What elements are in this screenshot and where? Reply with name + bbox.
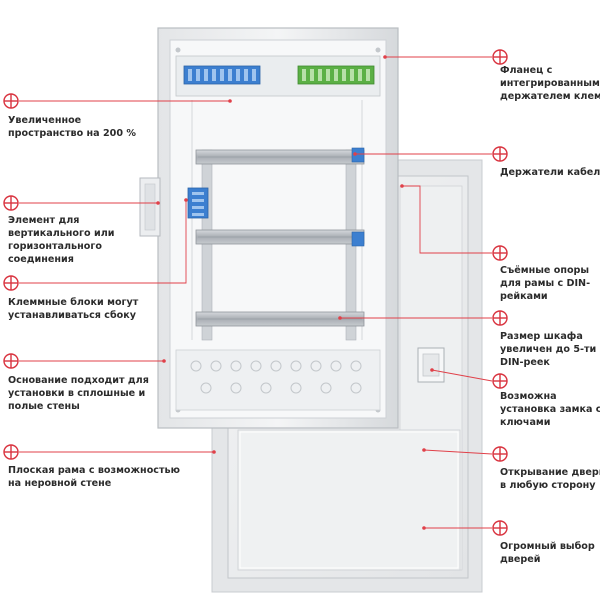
leader-anchor-cable-holders xyxy=(353,152,357,156)
callout-lock: Возможна установка замка с ключами xyxy=(500,390,600,429)
callout-line: интегрированным xyxy=(500,78,600,89)
callout-line: Клеммные блоки могут xyxy=(8,297,139,308)
callout-line: Размер шкафа xyxy=(500,331,583,342)
callout-line: соединения xyxy=(8,254,74,265)
leader-anchor-side-blocks xyxy=(184,198,188,202)
din-rail xyxy=(195,149,365,165)
callout-size: Размер шкафа увеличен до 5-ти DIN-реек xyxy=(500,330,596,369)
plus-icon xyxy=(3,444,19,460)
callout-line: на неровной стене xyxy=(8,478,112,489)
plus-icon xyxy=(492,373,508,389)
callout-line: Возможна xyxy=(500,391,557,402)
callout-line: пространство на 200 % xyxy=(8,128,136,139)
callout-line: Держатели кабеля xyxy=(500,167,600,178)
callout-line: Основание подходит для xyxy=(8,375,149,386)
callout-line: увеличен до 5-ти xyxy=(500,344,597,355)
callout-din-supports: Съёмные опоры для рамы с DIN- рейками xyxy=(500,264,590,303)
callout-line: Плоская рама с возможностью xyxy=(8,465,180,476)
callout-line: DIN-реек xyxy=(500,357,550,368)
callout-line: устанавливаться сбоку xyxy=(8,310,136,321)
plus-icon xyxy=(492,49,508,65)
side-terminal-block xyxy=(187,187,209,219)
callout-line: Фланец с xyxy=(500,65,553,76)
callout-line: полые стены xyxy=(8,401,80,412)
callout-line: горизонтального xyxy=(8,241,102,252)
plus-icon xyxy=(492,146,508,162)
callout-line: дверей xyxy=(500,554,541,565)
callout-line: Открывание двери xyxy=(500,467,600,478)
callout-flange: Фланец с интегрированным держателем клем… xyxy=(500,64,600,103)
callout-line: установка замка с xyxy=(500,404,600,415)
callout-line: Элемент для xyxy=(8,215,80,226)
callout-connection: Элемент для вертикального или горизонтал… xyxy=(8,214,114,266)
leader-anchor-doors xyxy=(422,526,426,530)
callout-cable-holders: Держатели кабеля xyxy=(500,166,600,179)
callout-base: Основание подходит для установки в сплош… xyxy=(8,374,149,413)
din-rail xyxy=(195,311,365,327)
plus-icon xyxy=(3,93,19,109)
leader-line-side-blocks xyxy=(19,200,187,284)
plus-icon xyxy=(492,245,508,261)
callout-line: держателем клемм xyxy=(500,91,600,102)
callout-line: Увеличенное xyxy=(8,115,82,126)
blue-terminal-block xyxy=(183,65,261,85)
callout-space: Увеличенное пространство на 200 % xyxy=(8,114,136,140)
din-rail xyxy=(195,229,365,245)
leader-line-din-supports xyxy=(402,185,492,254)
plus-icon xyxy=(3,195,19,211)
callout-side-blocks: Клеммные блоки могут устанавливаться сбо… xyxy=(8,296,138,322)
leader-anchor-base xyxy=(162,359,166,363)
callout-line: Огромный выбор xyxy=(500,541,595,552)
cable-holder xyxy=(351,147,365,163)
leader-anchor-door-opening xyxy=(422,448,426,452)
leader-anchor-din-supports xyxy=(400,184,404,188)
plus-icon xyxy=(3,353,19,369)
callout-doors: Огромный выбор дверей xyxy=(500,540,595,566)
callout-door-opening: Открывание двери в любую сторону xyxy=(500,466,600,492)
callout-line: установки в сплошные и xyxy=(8,388,146,399)
leader-anchor-space xyxy=(228,99,232,103)
leader-anchor-lock xyxy=(430,368,434,372)
leader-anchor-flat-frame xyxy=(212,450,216,454)
leader-anchor-flange xyxy=(383,55,387,59)
callout-line: в любую сторону xyxy=(500,480,596,491)
callout-line: рейками xyxy=(500,291,548,302)
cable-holder xyxy=(351,231,365,247)
callout-line: ключами xyxy=(500,417,551,428)
plus-icon xyxy=(3,275,19,291)
callout-line: вертикального или xyxy=(8,228,115,239)
leader-line-door-opening xyxy=(423,449,493,455)
callout-line: для рамы с DIN- xyxy=(500,278,591,289)
top-flange xyxy=(175,55,381,97)
plus-icon xyxy=(492,446,508,462)
plus-icon xyxy=(492,520,508,536)
plus-icon xyxy=(492,310,508,326)
green-terminal-block xyxy=(297,65,375,85)
callout-line: Съёмные опоры xyxy=(500,265,590,276)
cabinet-base xyxy=(175,349,381,411)
leader-anchor-connection xyxy=(156,201,160,205)
leader-line-lock xyxy=(431,369,493,382)
leader-anchor-size xyxy=(338,316,342,320)
door-lock xyxy=(417,347,445,383)
callout-flat-frame: Плоская рама с возможностью на неровной … xyxy=(8,464,180,490)
